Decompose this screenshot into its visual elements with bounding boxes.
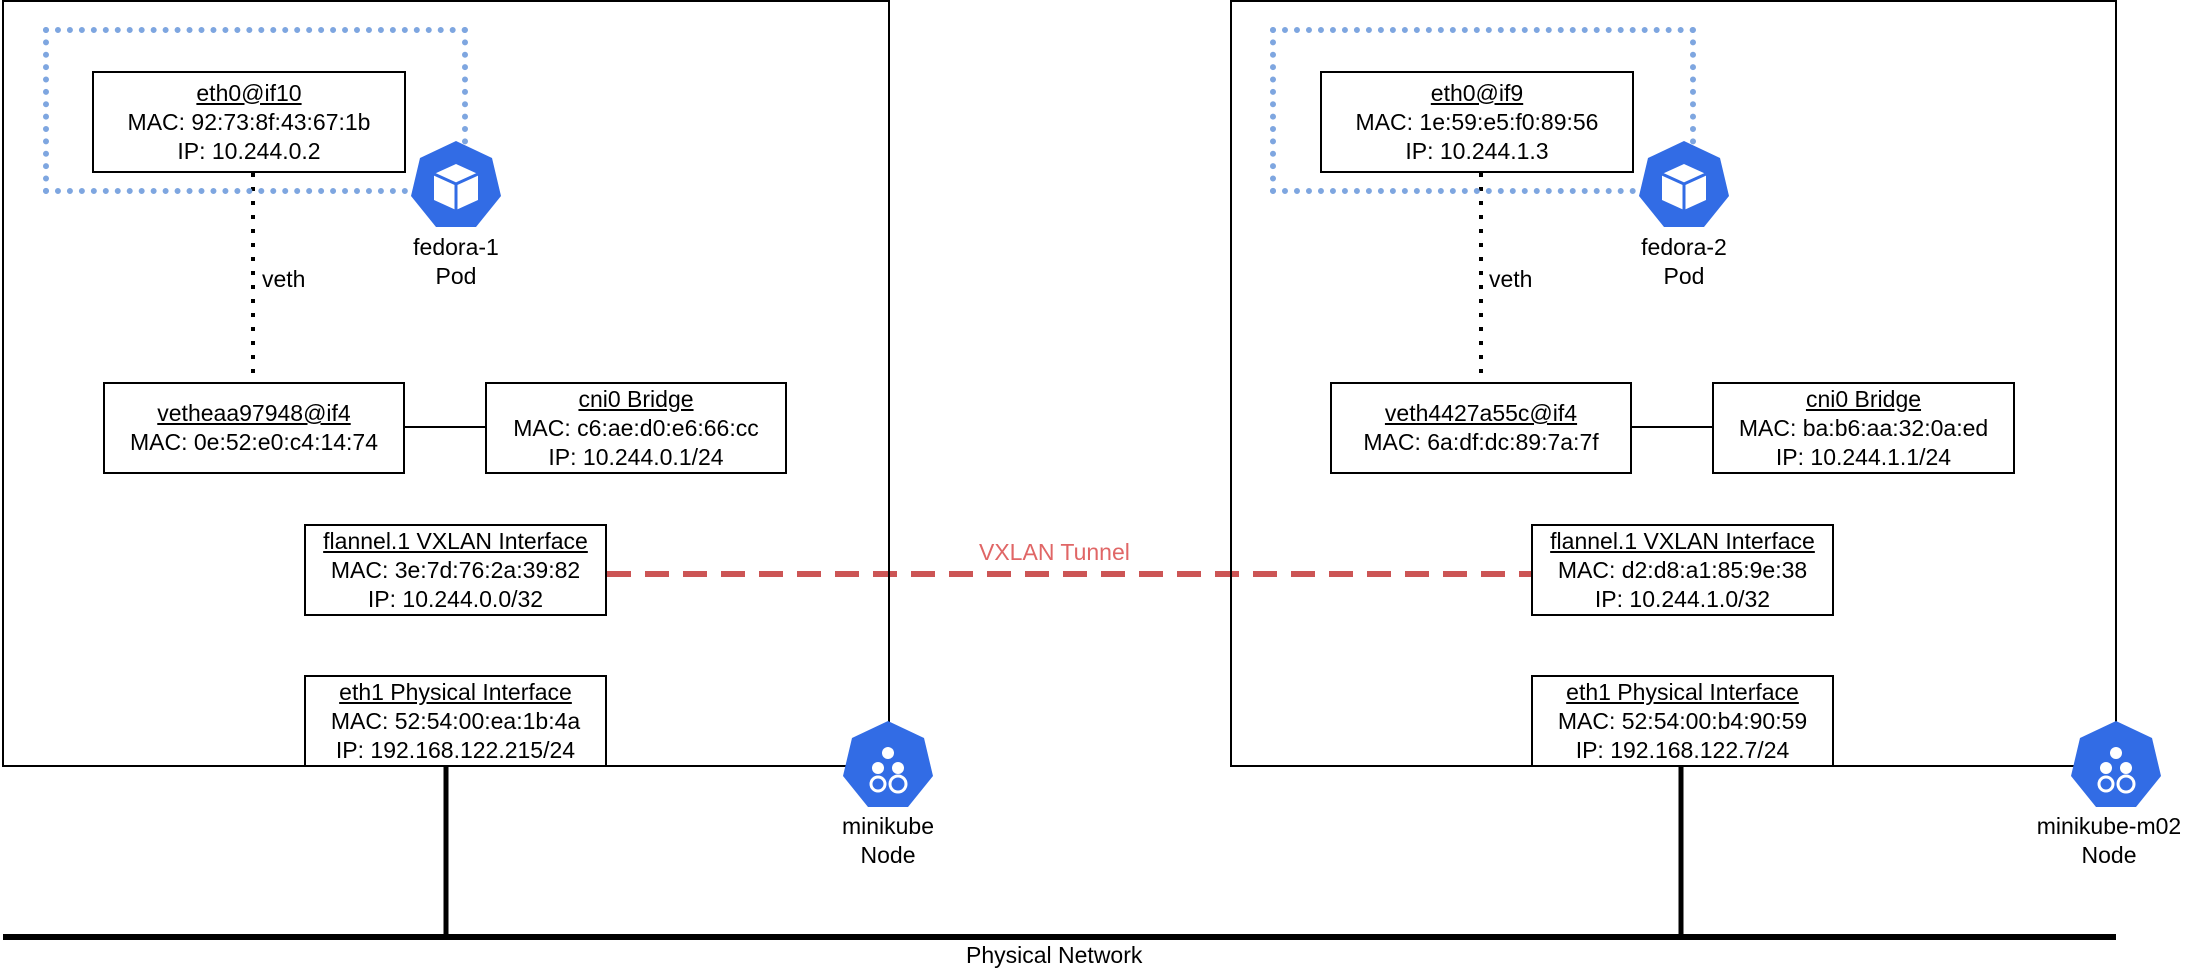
cni0-bridge-1: cni0 Bridge MAC: c6:ae:d0:e6:66:cc IP: 1… <box>485 382 787 474</box>
veth-label-1: veth <box>262 266 306 292</box>
interface-mac: MAC: c6:ae:d0:e6:66:cc <box>513 414 759 441</box>
interface-name: eth0@if10 <box>196 79 302 106</box>
veth-interface-2: veth4427a55c@if4 MAC: 6a:df:dc:89:7a:7f <box>1330 382 1632 474</box>
interface-name: eth1 Physical Interface <box>1566 678 1799 705</box>
kubernetes-pod-icon <box>408 138 504 234</box>
interface-mac: MAC: 52:54:00:ea:1b:4a <box>330 707 581 734</box>
node-kind: Node <box>860 842 916 868</box>
pod-frame-fedora-2 <box>1270 27 1696 194</box>
interface-mac: MAC: 6a:df:dc:89:7a:7f <box>1363 429 1599 455</box>
interface-name: flannel.1 VXLAN Interface <box>323 527 588 554</box>
pod-kind: Pod <box>435 263 477 289</box>
flannel-interface-2: flannel.1 VXLAN Interface MAC: d2:d8:a1:… <box>1531 524 1834 616</box>
cni0-bridge-2: cni0 Bridge MAC: ba:b6:aa:32:0a:ed IP: 1… <box>1712 382 2015 474</box>
kubernetes-node-icon <box>840 718 936 814</box>
interface-ip: IP: 192.168.122.215/24 <box>335 736 576 763</box>
interface-mac: MAC: ba:b6:aa:32:0a:ed <box>1738 414 1989 441</box>
pod-name: fedora-1 <box>413 234 499 260</box>
vxlan-tunnel-label: VXLAN Tunnel <box>979 539 1130 565</box>
interface-mac: MAC: 0e:52:e0:c4:14:74 <box>129 429 379 455</box>
pod-kind: Pod <box>1663 263 1705 289</box>
interface-ip: IP: 10.244.0.1/24 <box>548 443 724 470</box>
flannel-interface-1: flannel.1 VXLAN Interface MAC: 3e:7d:76:… <box>304 524 607 616</box>
interface-ip: IP: 10.244.0.2 <box>177 137 321 164</box>
interface-name: eth1 Physical Interface <box>339 678 572 705</box>
pod-name: fedora-2 <box>1641 234 1727 260</box>
interface-name: veth4427a55c@if4 <box>1384 400 1578 426</box>
pod-frame-fedora-1 <box>43 27 468 194</box>
pod-interface-eth0-2: eth0@if9 MAC: 1e:59:e5:f0:89:56 IP: 10.2… <box>1320 71 1634 173</box>
interface-ip: IP: 10.244.1.1/24 <box>1775 443 1952 470</box>
interface-name: eth0@if9 <box>1430 79 1524 106</box>
kubernetes-pod-icon <box>1636 138 1732 234</box>
node-name: minikube <box>841 813 935 839</box>
node-kind: Node <box>2081 842 2137 868</box>
interface-name: cni0 Bridge <box>1805 385 1922 412</box>
interface-mac: MAC: 3e:7d:76:2a:39:82 <box>330 556 581 583</box>
interface-name: cni0 Bridge <box>578 385 694 412</box>
pod-label-fedora-1: fedora-1 Pod <box>396 233 516 291</box>
node-label-minikube: minikube Node <box>808 812 968 870</box>
pod-interface-eth0-1: eth0@if10 MAC: 92:73:8f:43:67:1b IP: 10.… <box>92 71 406 173</box>
node-name: minikube-m02 <box>2036 813 2182 839</box>
node-label-minikube-m02: minikube-m02 Node <box>2024 812 2194 870</box>
interface-name: flannel.1 VXLAN Interface <box>1550 527 1815 554</box>
interface-mac: MAC: 92:73:8f:43:67:1b <box>127 108 371 135</box>
interface-ip: IP: 10.244.0.0/32 <box>367 585 544 612</box>
interface-ip: IP: 10.244.1.0/32 <box>1594 585 1771 612</box>
pod-label-fedora-2: fedora-2 Pod <box>1624 233 1744 291</box>
interface-ip: IP: 10.244.1.3 <box>1405 137 1549 164</box>
physical-interface-1: eth1 Physical Interface MAC: 52:54:00:ea… <box>304 675 607 767</box>
interface-mac: MAC: d2:d8:a1:85:9e:38 <box>1557 556 1808 583</box>
interface-ip: IP: 192.168.122.7/24 <box>1575 736 1790 763</box>
interface-mac: MAC: 52:54:00:b4:90:59 <box>1557 707 1808 734</box>
veth-interface-1: vetheaa97948@if4 MAC: 0e:52:e0:c4:14:74 <box>103 382 405 474</box>
veth-label-2: veth <box>1489 266 1533 292</box>
physical-network-label: Physical Network <box>966 942 1143 968</box>
interface-mac: MAC: 1e:59:e5:f0:89:56 <box>1355 108 1599 135</box>
interface-name: vetheaa97948@if4 <box>157 400 351 426</box>
kubernetes-node-icon <box>2068 718 2164 814</box>
physical-interface-2: eth1 Physical Interface MAC: 52:54:00:b4… <box>1531 675 1834 767</box>
